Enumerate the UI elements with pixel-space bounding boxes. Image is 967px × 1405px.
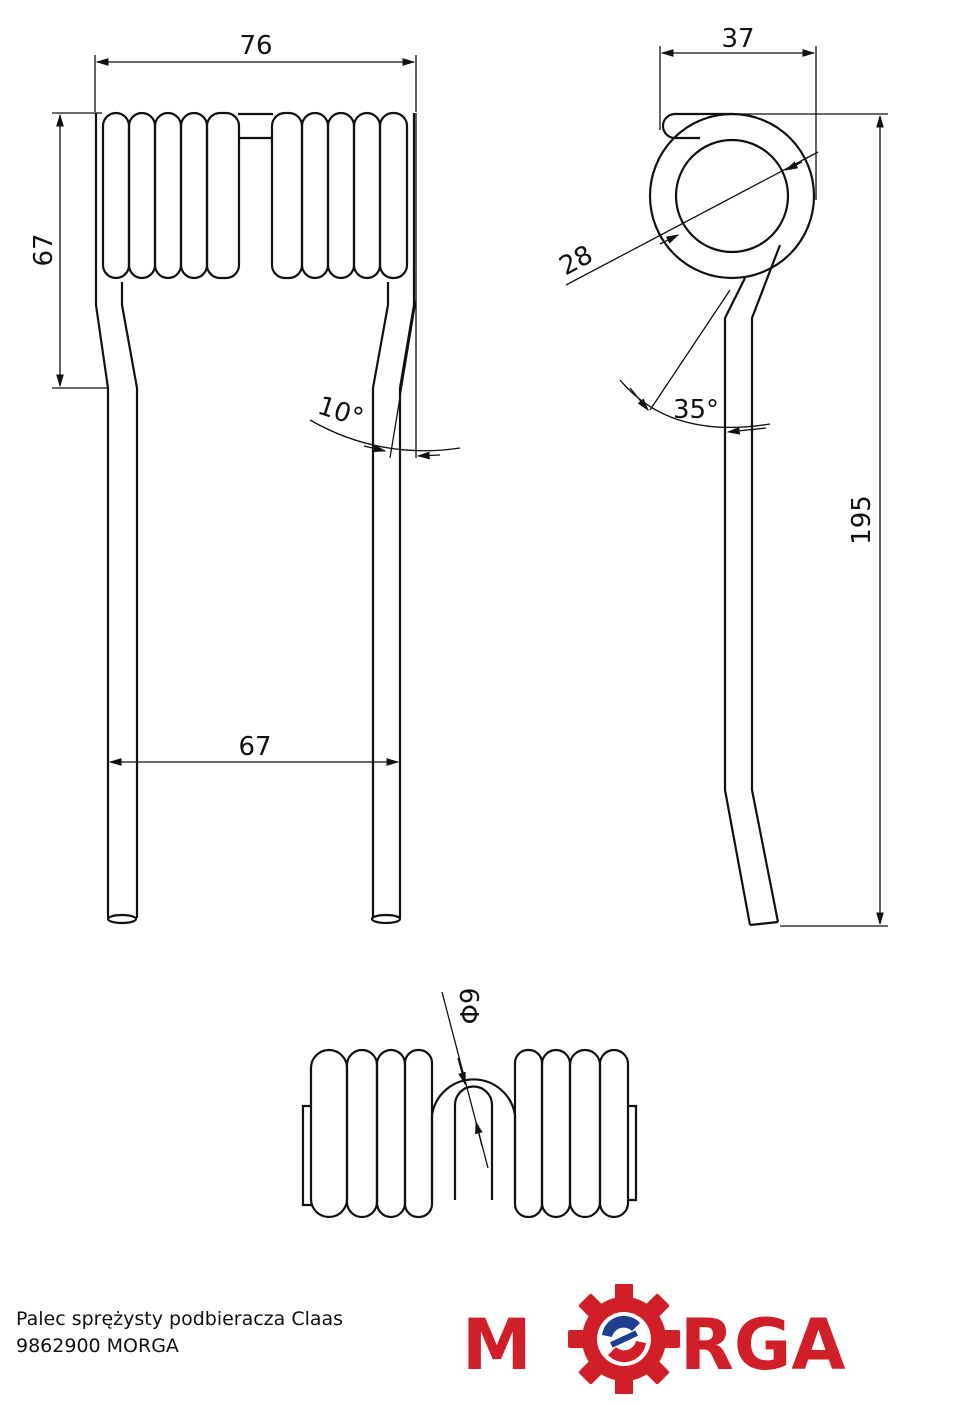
dim-loop-diameter: 28 <box>555 240 598 282</box>
gear-icon <box>568 1284 680 1394</box>
logo-letters-rga: RGA <box>680 1304 846 1386</box>
dim-wire-diameter: 6Φ <box>453 987 483 1024</box>
dim-tine-angle: 10° <box>314 391 367 434</box>
morga-logo: M RGA <box>462 1284 846 1394</box>
dim-front-width: 76 <box>239 31 272 61</box>
side-tine <box>723 244 782 926</box>
front-right-coil <box>270 111 409 280</box>
front-left-coil <box>101 111 241 280</box>
caption-line-1: Palec sprężysty podbieracza Claas <box>16 1308 344 1330</box>
front-right-tine <box>371 113 416 918</box>
dim-side-offset: 37 <box>721 24 754 54</box>
top-dimensions <box>441 991 489 1169</box>
front-dimensions <box>52 55 461 766</box>
side-dimensions <box>565 46 888 927</box>
logo-letter-m: M <box>462 1304 532 1386</box>
top-right-coil <box>513 1048 630 1219</box>
side-view <box>648 112 816 927</box>
top-u-bend <box>430 1078 517 1200</box>
front-view <box>94 111 416 925</box>
top-left-coil <box>309 1048 434 1219</box>
dim-total-length: 195 <box>847 495 877 545</box>
dim-tine-spacing: 67 <box>238 732 271 762</box>
dim-coil-height: 67 <box>29 233 59 266</box>
caption-line-2: 9862900 MORGA <box>16 1335 179 1357</box>
front-left-tine <box>94 113 139 918</box>
top-view <box>301 1048 638 1219</box>
side-loop-inner <box>674 138 790 254</box>
caption: Palec sprężysty podbieracza Claas 986290… <box>16 1306 343 1360</box>
dim-bend-angle: 35° <box>673 395 719 425</box>
